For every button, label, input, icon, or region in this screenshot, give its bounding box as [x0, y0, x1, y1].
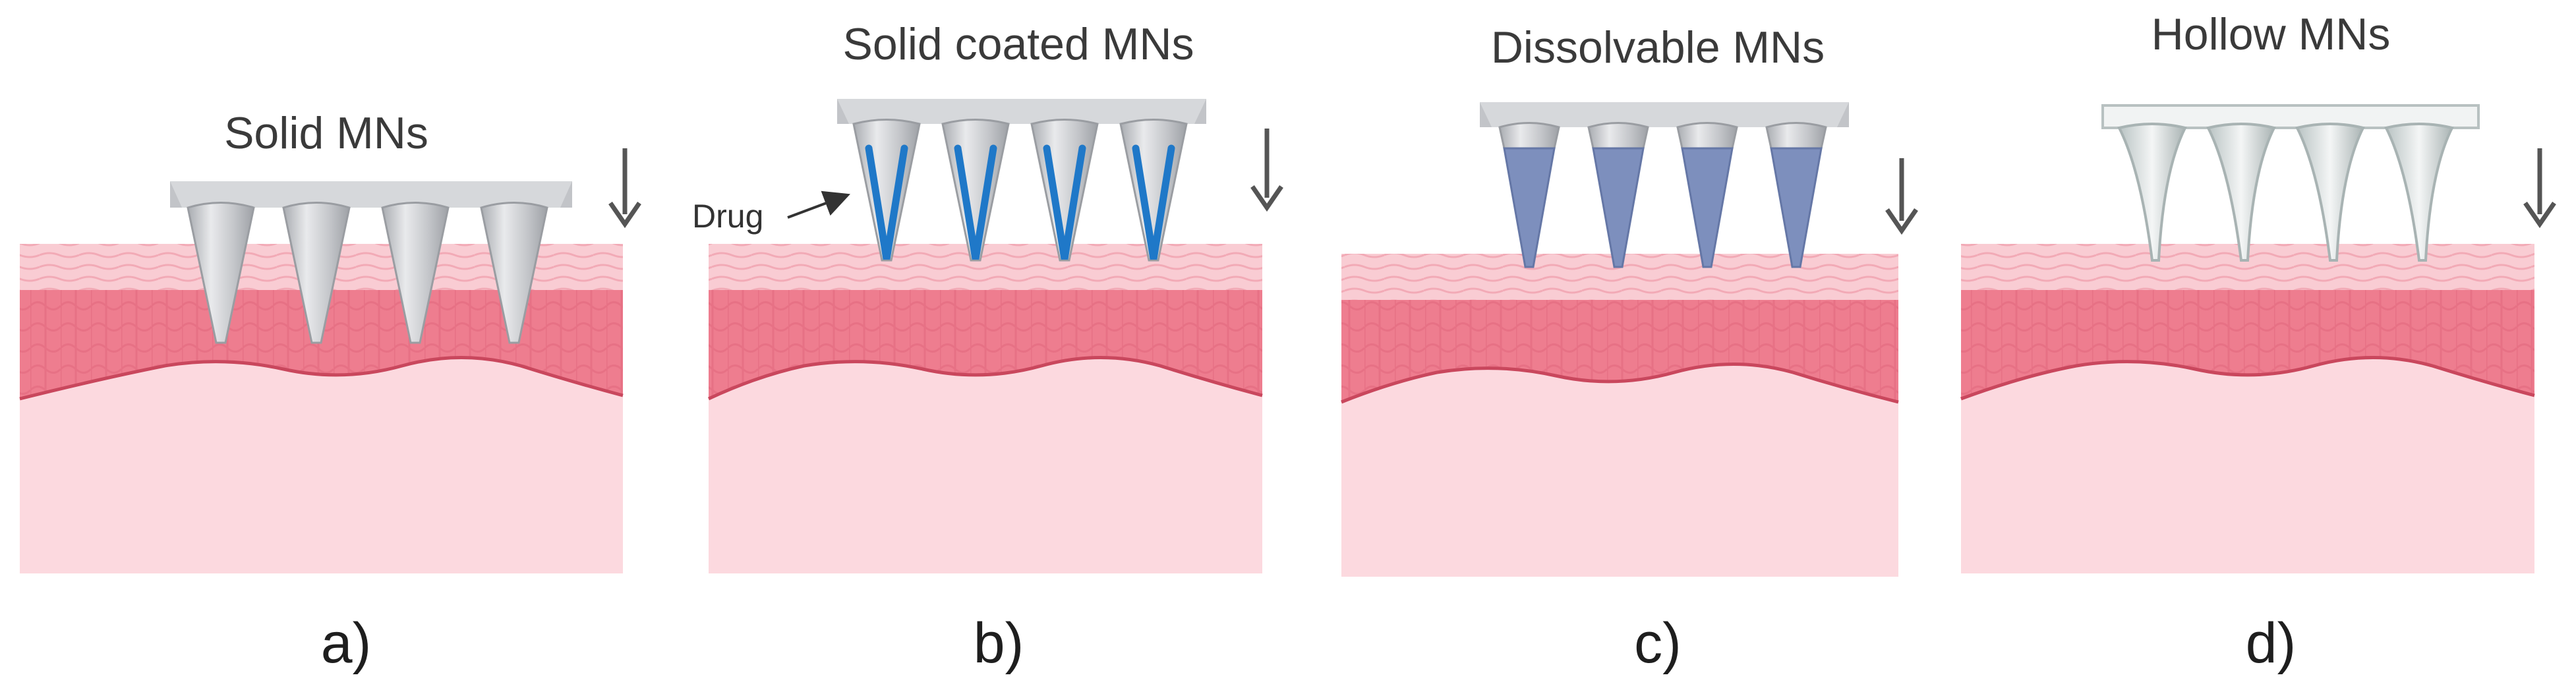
- panel-d: Hollow MNs d): [1960, 9, 2556, 675]
- drug-coating: [865, 144, 1175, 260]
- panel-b: Drug Solid coated MNs b): [692, 19, 1283, 675]
- panel-title: Dissolvable MNs: [1491, 22, 1825, 73]
- solid-microneedle-array: [170, 181, 572, 344]
- skin-block: [1960, 244, 2535, 573]
- panel-title: Solid coated MNs: [843, 19, 1194, 69]
- panel-c: Dissolvable MNs c): [1341, 22, 1918, 675]
- panel-letter: b): [974, 612, 1024, 675]
- panel-title: Hollow MNs: [2152, 9, 2391, 59]
- down-arrow-icon: [608, 148, 641, 229]
- drug-label: Drug: [692, 198, 763, 235]
- coated-microneedle-array: [837, 99, 1206, 262]
- drug-pointer-arrow: [787, 190, 850, 219]
- panel-letter: a): [321, 612, 371, 675]
- skin-block: [1341, 254, 1899, 577]
- down-arrow-icon: [1885, 158, 1918, 235]
- panel-letter: d): [2246, 612, 2296, 675]
- hollow-microneedle-array: [2101, 104, 2480, 262]
- panel-title: Solid MNs: [224, 108, 428, 158]
- down-arrow-icon: [1250, 129, 1283, 212]
- skin-block: [707, 244, 1263, 573]
- panel-letter: c): [1634, 612, 1682, 675]
- dissolvable-microneedle-array: [1480, 102, 1849, 268]
- panel-a: Solid MNs a): [19, 108, 641, 675]
- down-arrow-icon: [2523, 148, 2556, 229]
